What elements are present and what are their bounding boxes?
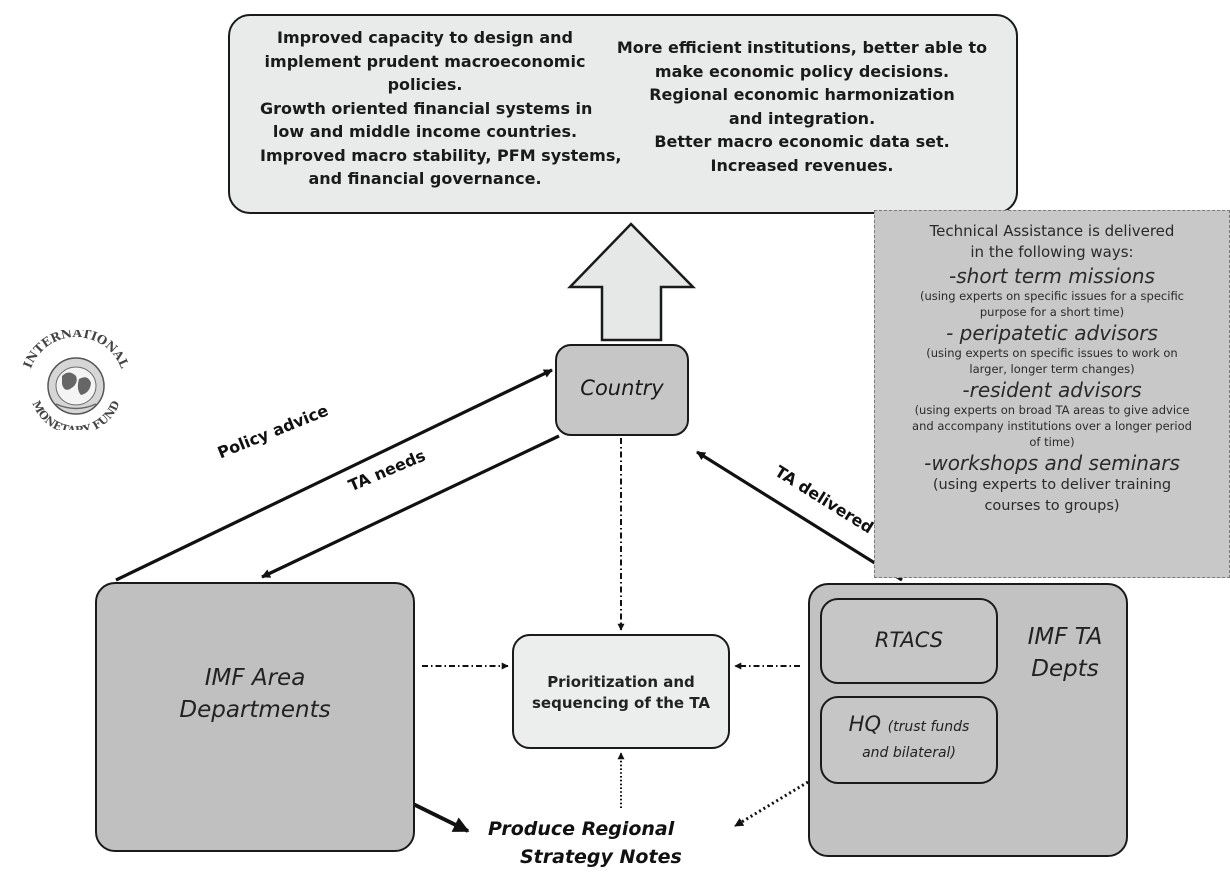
ta-departments-label: IMF TA Depts [1006, 621, 1124, 685]
outcome-line: Better macro economic data set. [654, 132, 950, 151]
label-mask [678, 818, 734, 842]
area-departments-label: IMF Area Departments [97, 662, 413, 726]
rsn-line: Strategy Notes [520, 846, 682, 868]
prioritization-box: Prioritization and sequencing of the TA [512, 634, 730, 749]
area-to-rsn-arrow [404, 798, 470, 833]
ta-delivery-panel: Technical Assistance is delivered in the… [874, 210, 1230, 578]
outcome-line: and financial governance. [308, 169, 542, 188]
ta-way-heading: -workshops and seminars [924, 451, 1180, 475]
ta-way-desc: larger, longer term changes) [969, 362, 1135, 376]
hq-label: HQ (trust funds and bilateral) [822, 711, 996, 766]
outcome-line: low and middle income countries. [272, 122, 578, 141]
ta-way-desc: purpose for a short time) [979, 305, 1125, 319]
rsn-line: Produce Regional [488, 818, 675, 840]
outcome-line: Increased revenues. [710, 155, 894, 175]
outcome-line: and integration. [728, 108, 876, 128]
outcome-line: policies. [387, 75, 463, 94]
rtacs-box: RTACS [820, 598, 998, 684]
tadepts-to-rsn-arrow [734, 780, 809, 828]
country-box: Country [555, 344, 689, 436]
ta-panel-intro-line: Technical Assistance is delivered [929, 222, 1175, 240]
area-label-line: IMF Area [204, 665, 306, 691]
outcome-line: More efficient institutions, better able… [616, 38, 988, 57]
outcome-arrow [567, 222, 696, 342]
rtacs-label: RTACS [874, 628, 944, 652]
ta-panel-intro-line: in the following ways: [970, 243, 1134, 261]
tadepts-label-line: Depts [1031, 656, 1099, 682]
hq-note: (trust funds [887, 719, 970, 735]
ta-way-desc: and accompany institutions over a longer… [912, 419, 1192, 433]
hq-box: HQ (trust funds and bilateral) [820, 696, 998, 784]
ta-delivered-arrow [696, 450, 903, 582]
hq-note: and bilateral) [862, 745, 956, 761]
ta-way-heading: - peripatetic advisors [946, 321, 1158, 345]
outcomes-left-text: Improved capacity to design and implemen… [260, 26, 622, 191]
outcome-line: implement prudent macroeconomic [264, 51, 586, 71]
prio-label-line: Prioritization and [547, 673, 695, 691]
ta-way-desc: of time) [1029, 435, 1075, 449]
area-label-line: Departments [179, 697, 331, 723]
outcomes-box: Improved capacity to design and implemen… [228, 14, 1018, 214]
tadepts-label-line: IMF TA [1027, 624, 1103, 650]
outcome-line: Growth oriented financial systems in [260, 98, 593, 118]
outcomes-right-text: More efficient institutions, better able… [602, 36, 1002, 177]
outcome-line: Improved capacity to design and [277, 28, 573, 47]
country-label: Country [580, 376, 664, 400]
ta-way-desc: (using experts on specific issues to wor… [926, 346, 1178, 360]
ta-panel-intro: Technical Assistance is delivered in the… [875, 221, 1229, 263]
ta-way-desc: (using experts on specific issues for a … [919, 289, 1185, 303]
ta-way-desc: (using experts to deliver training [932, 477, 1172, 493]
ta-way-desc: (using experts on broad TA areas to give… [914, 403, 1190, 417]
outcome-line: Regional economic harmonization [649, 85, 955, 104]
ta-way-heading: -short term missions [949, 264, 1155, 288]
policy-advice-arrow [115, 368, 553, 582]
ta-way-desc: courses to groups) [984, 498, 1120, 514]
ta-needs-arrow [261, 434, 560, 579]
outcome-line: Improved macro stability, PFM systems, [260, 145, 622, 165]
hq-main-label: HQ [848, 712, 881, 736]
outcome-line: make economic policy decisions. [654, 61, 950, 81]
prio-label-line: sequencing of the TA [531, 694, 710, 712]
ta-way-heading: -resident advisors [962, 378, 1142, 402]
area-departments-box: IMF Area Departments [95, 582, 415, 852]
regional-strategy-notes-label: Produce Regional Strategy Notes [470, 815, 730, 871]
imf-seal-icon: INTERNATIONAL MONETARY FUND [21, 330, 132, 430]
prioritization-label: Prioritization and sequencing of the TA [514, 672, 728, 714]
